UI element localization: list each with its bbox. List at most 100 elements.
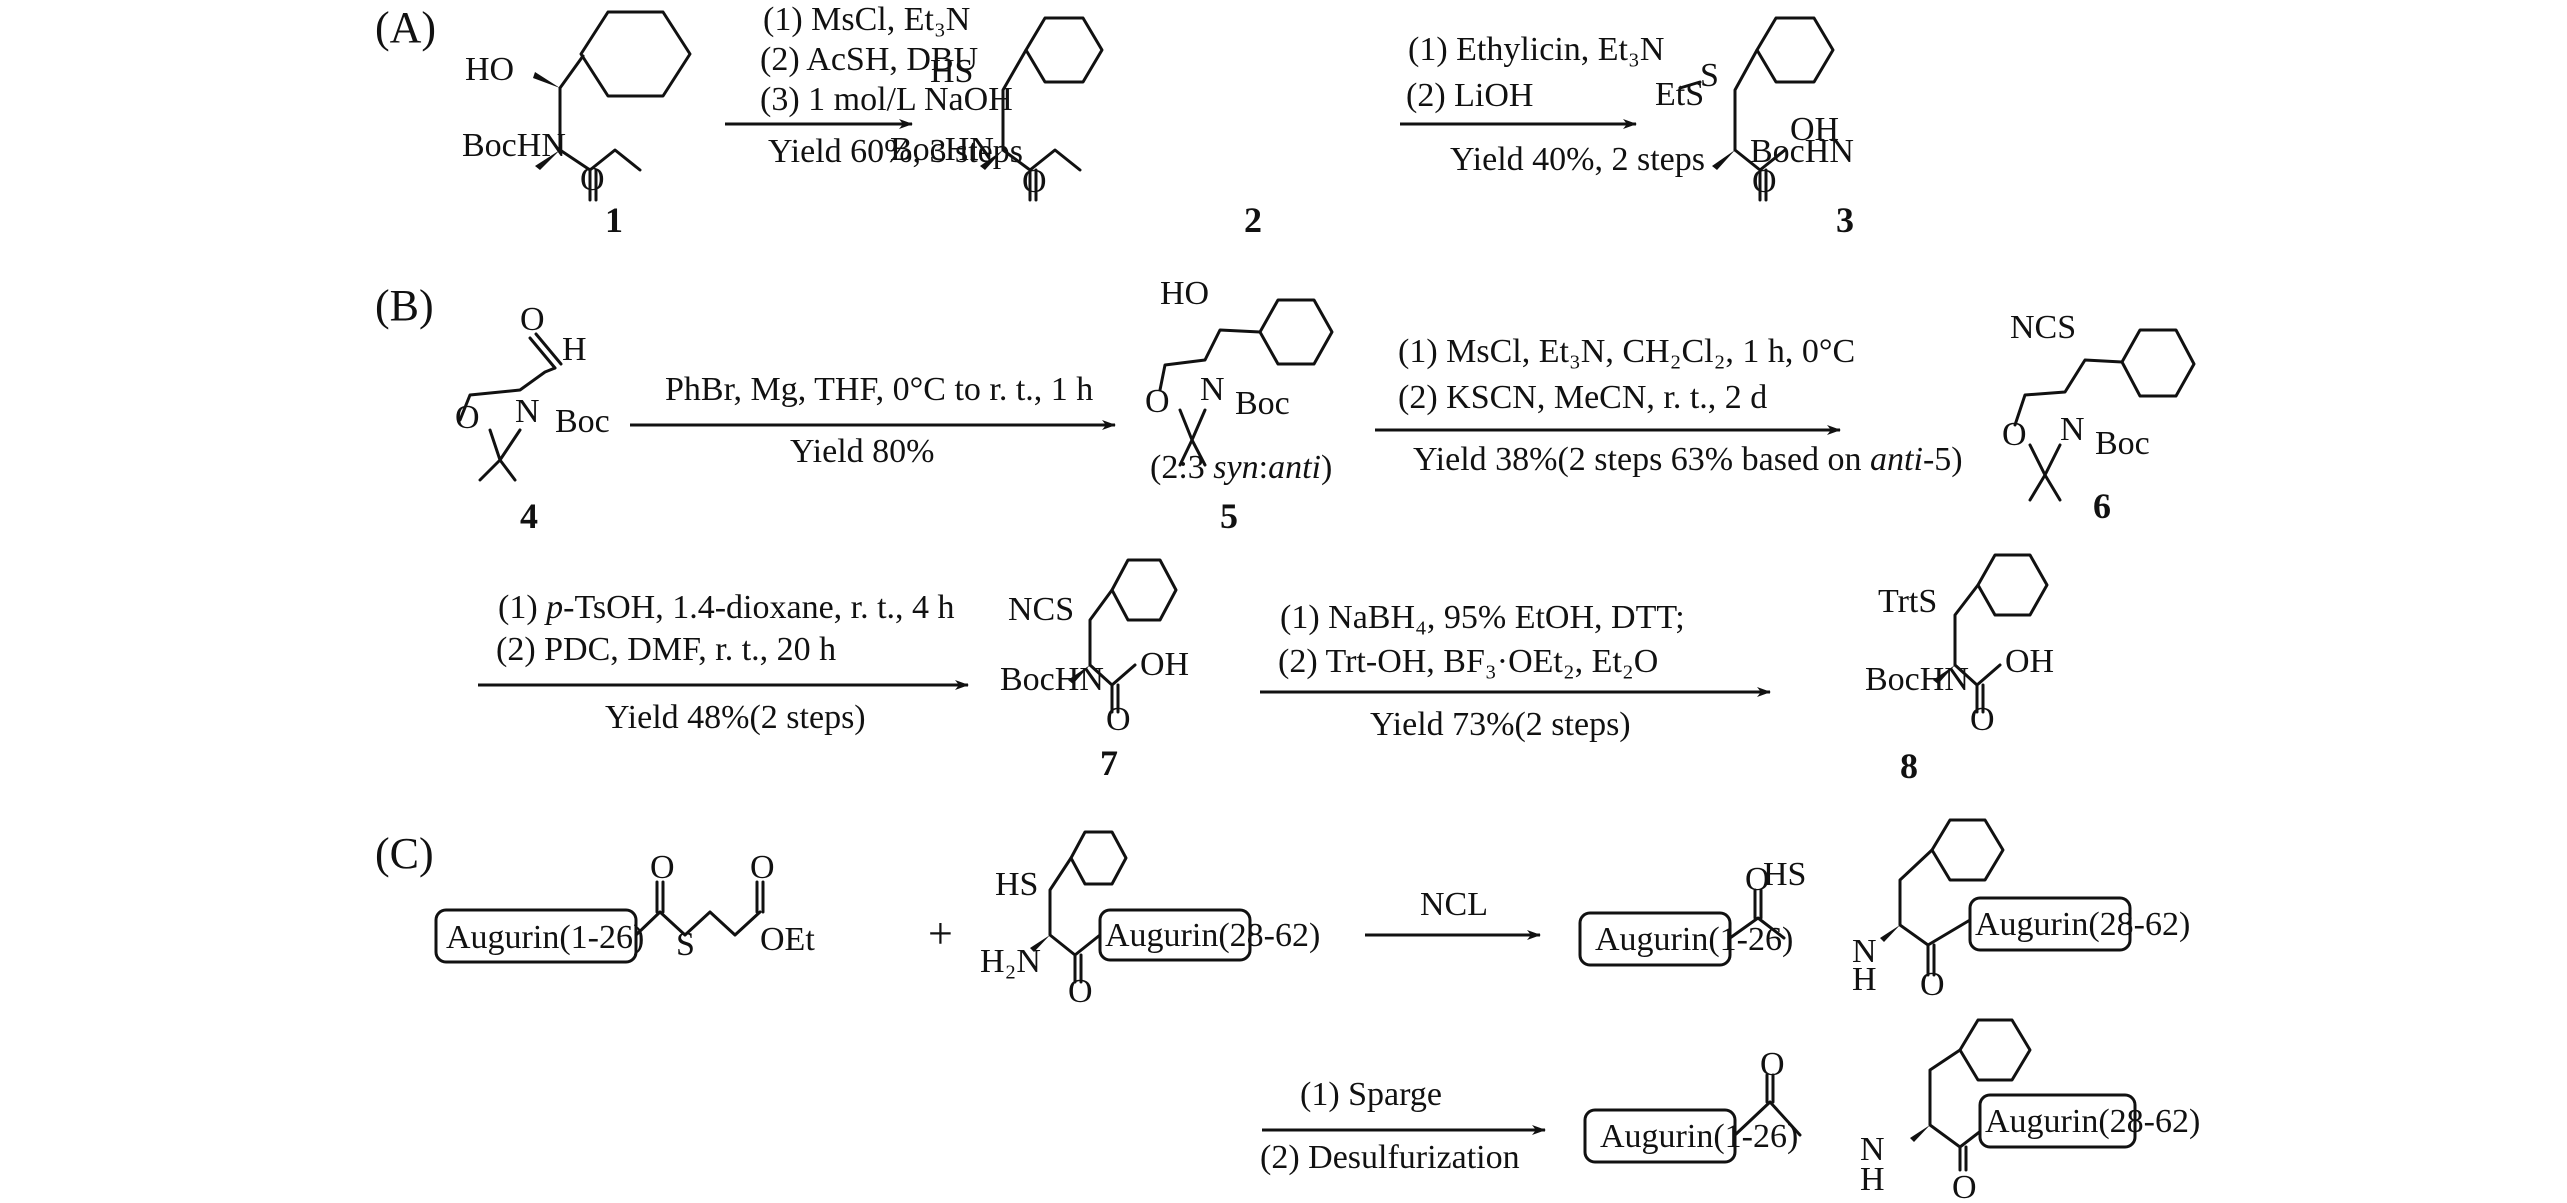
peptide-label: Augurin(1-26) [1595, 921, 1793, 958]
benzene-ring-icon [2120, 328, 2196, 398]
c-term-peptide-box [1968, 896, 2132, 952]
wedge-bond [1030, 935, 1050, 952]
carbonyl-bond [1975, 683, 1985, 714]
atom-label: O [1920, 966, 1945, 1003]
atom-label: H [562, 331, 587, 368]
thioester-chain [634, 910, 762, 937]
backbone-bond [1088, 588, 1114, 667]
reagent-line: (3) 1 mol/L NaOH [760, 81, 1013, 118]
atom-label: N [1852, 933, 1877, 970]
atom-label: OH [1140, 646, 1189, 683]
atom-label: EtS [1655, 76, 1704, 113]
atom-label: BocHN [462, 127, 566, 164]
amide-bond [1733, 1100, 1802, 1137]
wedge-bond [1933, 665, 1955, 684]
amide-bond [1728, 916, 1786, 940]
compound-number: 5 [1220, 496, 1238, 536]
reagent-line: (2) Desulfurization [1260, 1139, 1520, 1176]
panel-label-c: (C) [375, 829, 434, 878]
atom-label: BocHN [1865, 661, 1969, 698]
atom-label: O [580, 161, 605, 198]
peptide-label: Augurin(28-62) [1975, 906, 2190, 943]
panel-b: (B) O H O N Boc 4 PhBr, Mg, THF, 0°C to … [375, 275, 2196, 786]
atom-label: TrtS [1878, 583, 1937, 620]
compound-number: 8 [1900, 746, 1918, 786]
reagent-line: NCL [1420, 886, 1488, 923]
peptide-label: Augurin(28-62) [1105, 917, 1320, 954]
wedge-bond [535, 150, 560, 170]
atom-label: H [1860, 1161, 1885, 1198]
atom-label: O [1022, 163, 1047, 200]
yield-text: Yield 40%, 2 steps [1450, 141, 1705, 178]
compound-3: EtS S BocHN OH O 3 [1655, 16, 1854, 240]
benzene-ring-icon [1958, 1018, 2032, 1082]
backbone-bond [1898, 848, 1972, 947]
atom-label: BocHN [1000, 661, 1104, 698]
reagent-line: (2) AcSH, DBU [760, 41, 978, 78]
atom-label: BocHN [890, 131, 994, 168]
reagent-line: PhBr, Mg, THF, 0°C to r. t., 1 h [665, 371, 1093, 408]
wedge-bond [1068, 665, 1090, 684]
wedge-bond [1712, 150, 1735, 170]
compound-number: 2 [1244, 200, 1262, 240]
benzene-ring-icon [1024, 16, 1104, 84]
carbonyl-bond [1926, 943, 1936, 977]
carbonyl-bond [1753, 888, 1763, 920]
benzene-ring-icon [1930, 818, 2005, 882]
atom-label: Boc [2095, 425, 2150, 462]
atom-label: N [515, 393, 540, 430]
atom-label: O [650, 849, 675, 886]
compound-4: O H O N Boc 4 [455, 301, 610, 536]
atom-label: O [1745, 861, 1770, 898]
compound-5: HO O N Boc (2:3 syn:anti) 5 [1145, 275, 1334, 536]
atom-label: O [750, 849, 775, 886]
ring-bond [1178, 408, 1207, 467]
atom-label: O [1752, 163, 1777, 200]
atom-label: O [1106, 701, 1131, 738]
panel-label-a: (A) [375, 3, 436, 52]
yield-text: Yield 80% [790, 433, 934, 470]
carbonyl-bond [1110, 683, 1120, 714]
reaction-step-b1: PhBr, Mg, THF, 0°C to r. t., 1 h Yield 8… [630, 371, 1116, 470]
wedge-bond [1910, 1125, 1930, 1142]
atom-label: OEt [760, 921, 815, 958]
carbonyl-bond [655, 880, 765, 914]
compound-7: NCS BocHN OH O 7 [1000, 558, 1189, 783]
ester-bond [558, 148, 642, 172]
backbone-bond [1953, 583, 1980, 667]
ring-bond [2028, 443, 2062, 502]
atom-label: S [1700, 57, 1719, 94]
carbonyl-bond [588, 168, 598, 202]
compound-2: HS BocHN O 2 [890, 16, 1262, 240]
panel-c: (C) Augurin(1-26) O S O OEt + HS H₂N O [375, 818, 2200, 1203]
c-term-peptide-box [1098, 908, 1252, 962]
peptide-label: Augurin(1-26) [1600, 1118, 1798, 1155]
yield-text: Yield 60%, 3 steps [768, 133, 1023, 170]
reaction-step-a1: (1) MsCl, Et₃N (2) AcSH, DBU (3) 1 mol/L… [725, 1, 1023, 170]
thioester-reactant: Augurin(1-26) O S O OEt [434, 849, 815, 964]
atom-label: OH [2005, 643, 2054, 680]
reaction-step-c1: NCL [1365, 886, 1541, 940]
compound-number: 3 [1836, 200, 1854, 240]
c-term-peptide-box [1978, 1093, 2137, 1149]
reagent-line: (1) Ethylicin, Et₃N [1408, 31, 1664, 68]
carbonyl-bond [1758, 168, 1768, 202]
atom-label: H₂N [980, 943, 1041, 980]
disulfide-bond [1678, 80, 1702, 90]
ester-bond [1001, 148, 1082, 172]
atom-label: O [1952, 1169, 1977, 1203]
atom-label: Boc [1235, 385, 1290, 422]
reaction-step-b3: (1) p-TsOH, 1.4-dioxane, r. t., 4 h (2) … [478, 589, 969, 736]
backbone-bond [1048, 856, 1102, 957]
atom-label: HO [465, 51, 514, 88]
carbonyl-bond [1958, 1145, 1968, 1172]
atom-label: BocHN [1750, 133, 1854, 170]
backbone-bond [2013, 358, 2124, 427]
atom-label: HS [1763, 856, 1806, 893]
reagent-line: (1) Sparge [1300, 1076, 1442, 1113]
panel-a: (A) HO BocHN O 1 (1) MsCl, Et₃N (2) AcSH… [375, 1, 1854, 240]
compound-number: 7 [1100, 743, 1118, 783]
reaction-step-a2: (1) Ethylicin, Et₃N (2) LiOH Yield 40%, … [1400, 31, 1705, 178]
wedge-bond [980, 150, 1003, 170]
